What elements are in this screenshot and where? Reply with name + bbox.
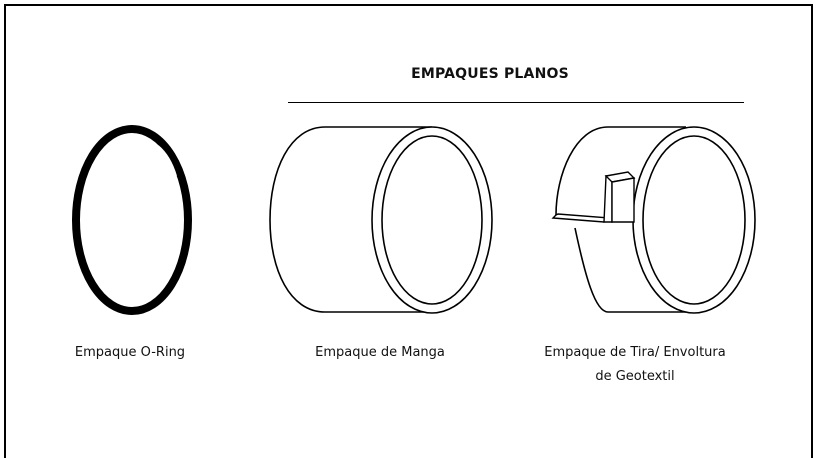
strip-wrap-caption-line1: Empaque de Tira/ Envoltura [544, 345, 726, 360]
o-ring-caption: Empaque O-Ring [74, 345, 186, 360]
sleeve-gasket-caption: Empaque de Manga [315, 345, 445, 360]
strip-wrap-caption-line2: de Geotextil [595, 369, 675, 384]
section-heading: EMPAQUES PLANOS [411, 66, 569, 82]
sleeve-gasket-illustration [269, 126, 493, 314]
heading-rule [288, 102, 744, 103]
o-ring-illustration [72, 125, 192, 315]
diagram-frame [4, 4, 813, 458]
strip-wrap-gasket-caption: Empaque de Tira/ Envoltura de Geotextil [500, 341, 770, 389]
strip-wrap-gasket-illustration [551, 126, 756, 314]
